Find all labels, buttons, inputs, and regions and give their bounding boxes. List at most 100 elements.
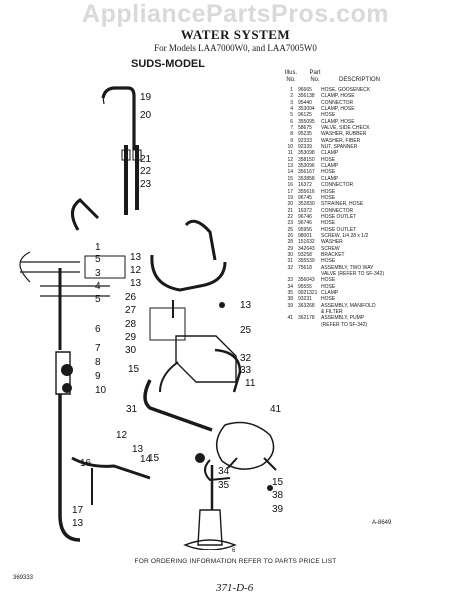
callout-33: 33 <box>240 365 252 376</box>
callout-12b: 12 <box>116 430 128 441</box>
callout-22: 22 <box>140 166 152 177</box>
illus-number: 11 <box>287 150 293 157</box>
part-description: HOSE, GOOSENECK <box>321 87 371 93</box>
part-number: 362178 <box>298 315 315 322</box>
part-description: ASSEMBLY, PUMP <box>321 315 365 322</box>
illus-number: 17 <box>287 188 293 195</box>
watermark: AppliancePartsPros.com <box>82 0 389 28</box>
part-description: CLAMP <box>321 175 339 182</box>
ordering-note: FOR ORDERING INFORMATION REFER TO PARTS … <box>134 558 337 565</box>
gooseneck-hose <box>101 86 136 150</box>
part-description: ASSEMBLY, TWO WAY <box>321 264 374 271</box>
bracket-30 <box>149 307 186 341</box>
callout-35: 35 <box>218 480 230 491</box>
part-description: HOSE <box>321 296 336 303</box>
hose-31 <box>143 379 213 432</box>
part-number: 92339 <box>298 144 312 151</box>
side-hose <box>19 251 80 283</box>
illus-number: 33 <box>287 277 293 284</box>
page-subtitle: For Models LAA7000W0, and LAA7005W0 <box>154 43 317 53</box>
part-description: HOSE OUTLET <box>321 226 357 233</box>
illus-number: 19 <box>287 194 293 201</box>
callout-13b: 13 <box>130 278 142 289</box>
hose-23 <box>184 219 217 261</box>
callout-21: 21 <box>140 154 152 165</box>
parts-row: 29 342643 SCREW <box>281 246 471 252</box>
long-hose <box>58 394 81 542</box>
clamp-15 <box>267 485 273 491</box>
illus-number: 16 <box>287 182 293 189</box>
illus-number: 8 <box>290 131 293 138</box>
part-description: CLAMP, HOSE <box>321 118 355 125</box>
illus-number: 39 <box>287 302 293 309</box>
part-number: 96125 <box>298 112 312 119</box>
part-number: 342643 <box>298 245 315 252</box>
washer-8 <box>61 364 73 376</box>
part-description: HOSE <box>321 112 336 119</box>
part-number: 96746 <box>298 220 312 227</box>
callout-30: 30 <box>125 345 137 356</box>
part-number: 353094 <box>298 106 315 113</box>
illus-number: 35 <box>287 290 293 296</box>
illus-number: 25 <box>287 226 293 233</box>
illus-number: 26 <box>287 232 293 239</box>
filter-base <box>183 539 237 550</box>
pump-hose-16 <box>71 456 151 480</box>
part-number: 96665 <box>298 87 312 93</box>
callout-7: 7 <box>95 343 101 354</box>
callout-11: 11 <box>245 378 256 389</box>
callout-13e: 13 <box>72 518 84 529</box>
part-number: 358150 <box>298 156 315 163</box>
part-description: HOSE <box>321 258 336 265</box>
callout-15c: 15 <box>272 477 284 488</box>
part-description: VALVE (REFER TO SF-342) <box>321 270 384 277</box>
parts-row: (REFER TO SF-342) <box>281 322 471 328</box>
part-number: 353096 <box>298 163 315 170</box>
part-description: SCREW <box>321 245 340 252</box>
illus-number: 5 <box>290 112 293 119</box>
part-description: HOSE <box>321 188 336 195</box>
hose-19 <box>102 89 107 105</box>
callout-8: 8 <box>95 357 101 368</box>
illus-number: 20 <box>287 201 293 208</box>
header-illus-no: No. <box>286 77 296 83</box>
part-description: HOSE <box>321 220 336 227</box>
illus-number: 6 <box>290 118 293 125</box>
part-number: 93258 <box>298 251 312 258</box>
callout-15b: 15 <box>148 453 160 464</box>
callout-3: 3 <box>95 268 101 279</box>
part-number: 353858 <box>298 175 315 182</box>
part-description: HOSE <box>321 283 336 290</box>
illus-number: 29 <box>287 245 293 252</box>
part-description: CONNECTOR <box>321 182 354 189</box>
part-number: 92333 <box>298 137 312 144</box>
part-number: 151632 <box>298 239 315 246</box>
part-description: HOSE OUTLET <box>321 213 357 220</box>
illus-number: 22 <box>287 213 293 220</box>
document-code: 369333 <box>13 575 34 581</box>
part-number: 58675 <box>298 125 312 132</box>
connector-3 <box>84 255 126 279</box>
part-number: 353098 <box>298 150 315 157</box>
illus-number: 21 <box>287 207 293 214</box>
part-description: WASHER, RUBBER <box>321 131 367 138</box>
clamp-13 <box>219 302 225 308</box>
illus-number: 1 <box>290 87 293 93</box>
header-description: DESCRIPTION <box>339 77 381 83</box>
